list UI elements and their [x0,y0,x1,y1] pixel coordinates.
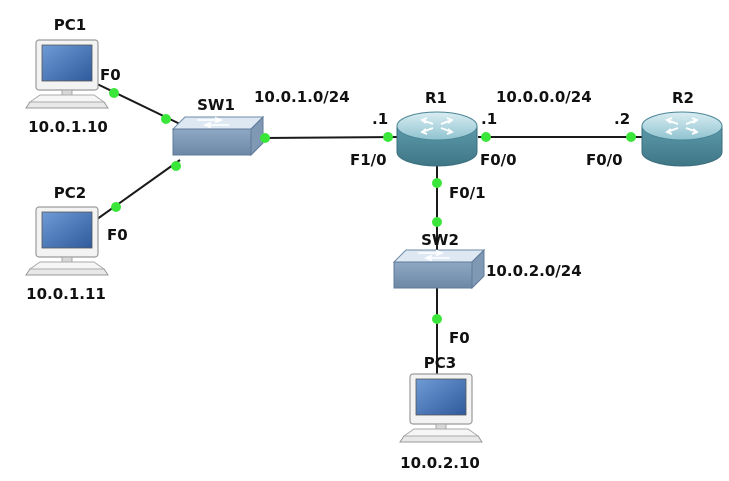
r1-lan1-octet-label: .1 [372,110,388,128]
pc3-f0-label: F0 [449,329,470,347]
status-dot-r1-f0-0 [481,132,491,142]
pc3-icon[interactable] [399,373,483,443]
status-dot-sw1-r1 [260,133,270,143]
pc3-ip-label: 10.0.2.10 [400,454,480,472]
link-pc2-sw1 [92,159,181,223]
network-lan1-label: 10.0.1.0/24 [254,88,350,106]
r2-f0-0-label: F0/0 [586,151,623,169]
status-dot-r1-f0-1 [432,178,442,188]
link-status-dots [109,88,636,324]
pc1-icon[interactable] [25,39,109,109]
r2-icon[interactable] [641,111,723,167]
r2-wan-octet-label: .2 [614,110,630,128]
pc2-f0-label: F0 [107,226,128,244]
r1-wan-octet-label: .1 [481,110,497,128]
link-sw1-r1 [261,136,401,139]
status-dot-pc1 [109,88,119,98]
sw1-label: SW1 [197,96,235,114]
r1-icon[interactable] [396,111,478,167]
network-lan2-label: 10.0.2.0/24 [486,262,582,280]
pc2-label: PC2 [54,184,86,202]
status-dot-sw2-pc3 [432,314,442,324]
sw2-label: SW2 [421,231,459,249]
sw2-icon[interactable] [393,249,485,289]
network-wan-label: 10.0.0.0/24 [496,88,592,106]
pc1-f0-label: F0 [100,66,121,84]
status-dot-r1-f1-0 [383,132,393,142]
pc1-ip-label: 10.0.1.10 [28,118,108,136]
r1-f0-1-label: F0/1 [449,184,486,202]
status-dot-sw1-pc1 [161,114,171,124]
status-dot-pc2 [111,202,121,212]
pc1-label: PC1 [54,16,86,34]
r2-label: R2 [672,89,694,107]
status-dot-sw2-r1 [432,217,442,227]
r1-f0-0-label: F0/0 [480,151,517,169]
pc3-label: PC3 [424,354,456,372]
sw1-icon[interactable] [172,116,264,156]
pc2-ip-label: 10.0.1.11 [26,285,106,303]
pc2-icon[interactable] [25,206,109,276]
r1-f1-0-label: F1/0 [350,151,387,169]
r1-label: R1 [425,89,447,107]
status-dot-sw1-pc2 [171,161,181,171]
status-dot-r2-f0-0 [626,132,636,142]
